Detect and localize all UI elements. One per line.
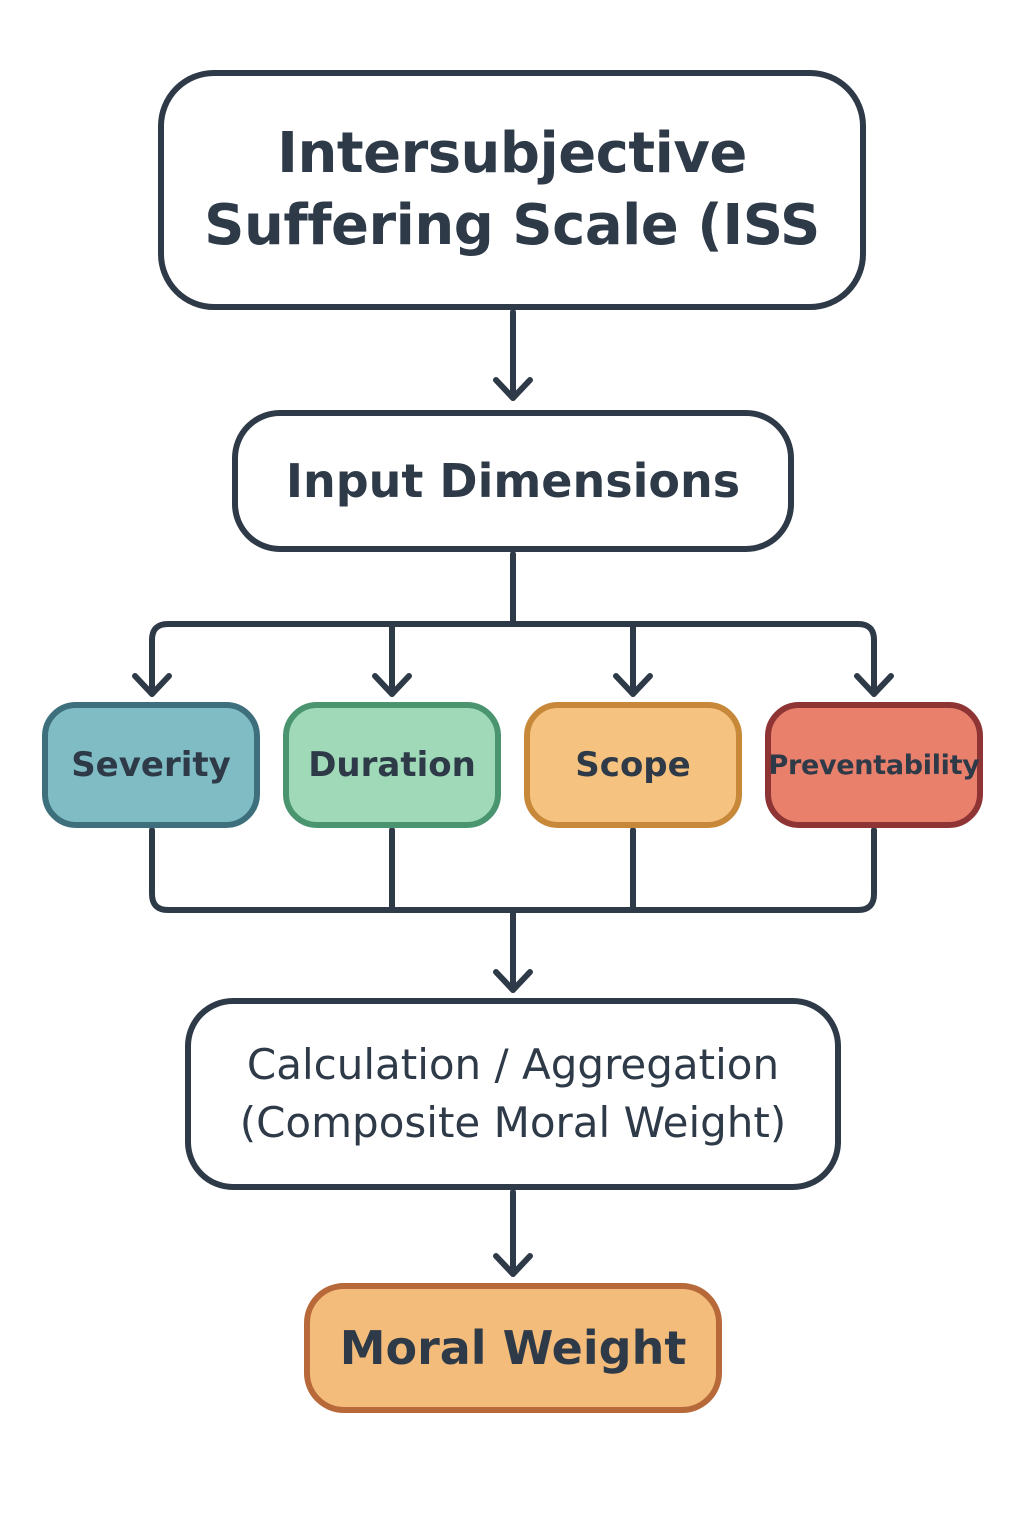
arrowhead-aggregation [493, 969, 533, 993]
moral-weight-node: Moral Weight [304, 1283, 722, 1413]
input-dimensions-node: Input Dimensions [232, 410, 794, 552]
arrowhead-duration [372, 673, 412, 697]
title-line-1: Intersubjective [277, 121, 747, 186]
duration-node: Duration [283, 702, 501, 828]
arrowhead-output [493, 1253, 533, 1277]
severity-label: Severity [71, 745, 231, 785]
arrowhead-severity [132, 673, 172, 697]
arrowhead-input [493, 377, 533, 401]
severity-node: Severity [42, 702, 260, 828]
aggregation-node: Calculation / Aggregation (Composite Mor… [185, 998, 841, 1190]
preventability-label: Preventability [768, 749, 980, 781]
preventability-node: Preventability [765, 702, 983, 828]
title-node: Intersubjective Suffering Scale (ISS [158, 70, 866, 310]
arrowhead-preventability [854, 673, 894, 697]
input-dimensions-label: Input Dimensions [285, 454, 741, 508]
split-bus [149, 621, 877, 697]
merge-bus [149, 827, 877, 913]
aggregation-line-2: (Composite Moral Weight) [239, 1098, 787, 1147]
duration-label: Duration [308, 745, 476, 785]
scope-label: Scope [575, 745, 691, 785]
scope-node: Scope [524, 702, 742, 828]
title-line-2: Suffering Scale (ISS [204, 193, 820, 258]
moral-weight-label: Moral Weight [339, 1321, 687, 1375]
aggregation-line-1: Calculation / Aggregation [246, 1040, 780, 1089]
arrowhead-scope [613, 673, 653, 697]
